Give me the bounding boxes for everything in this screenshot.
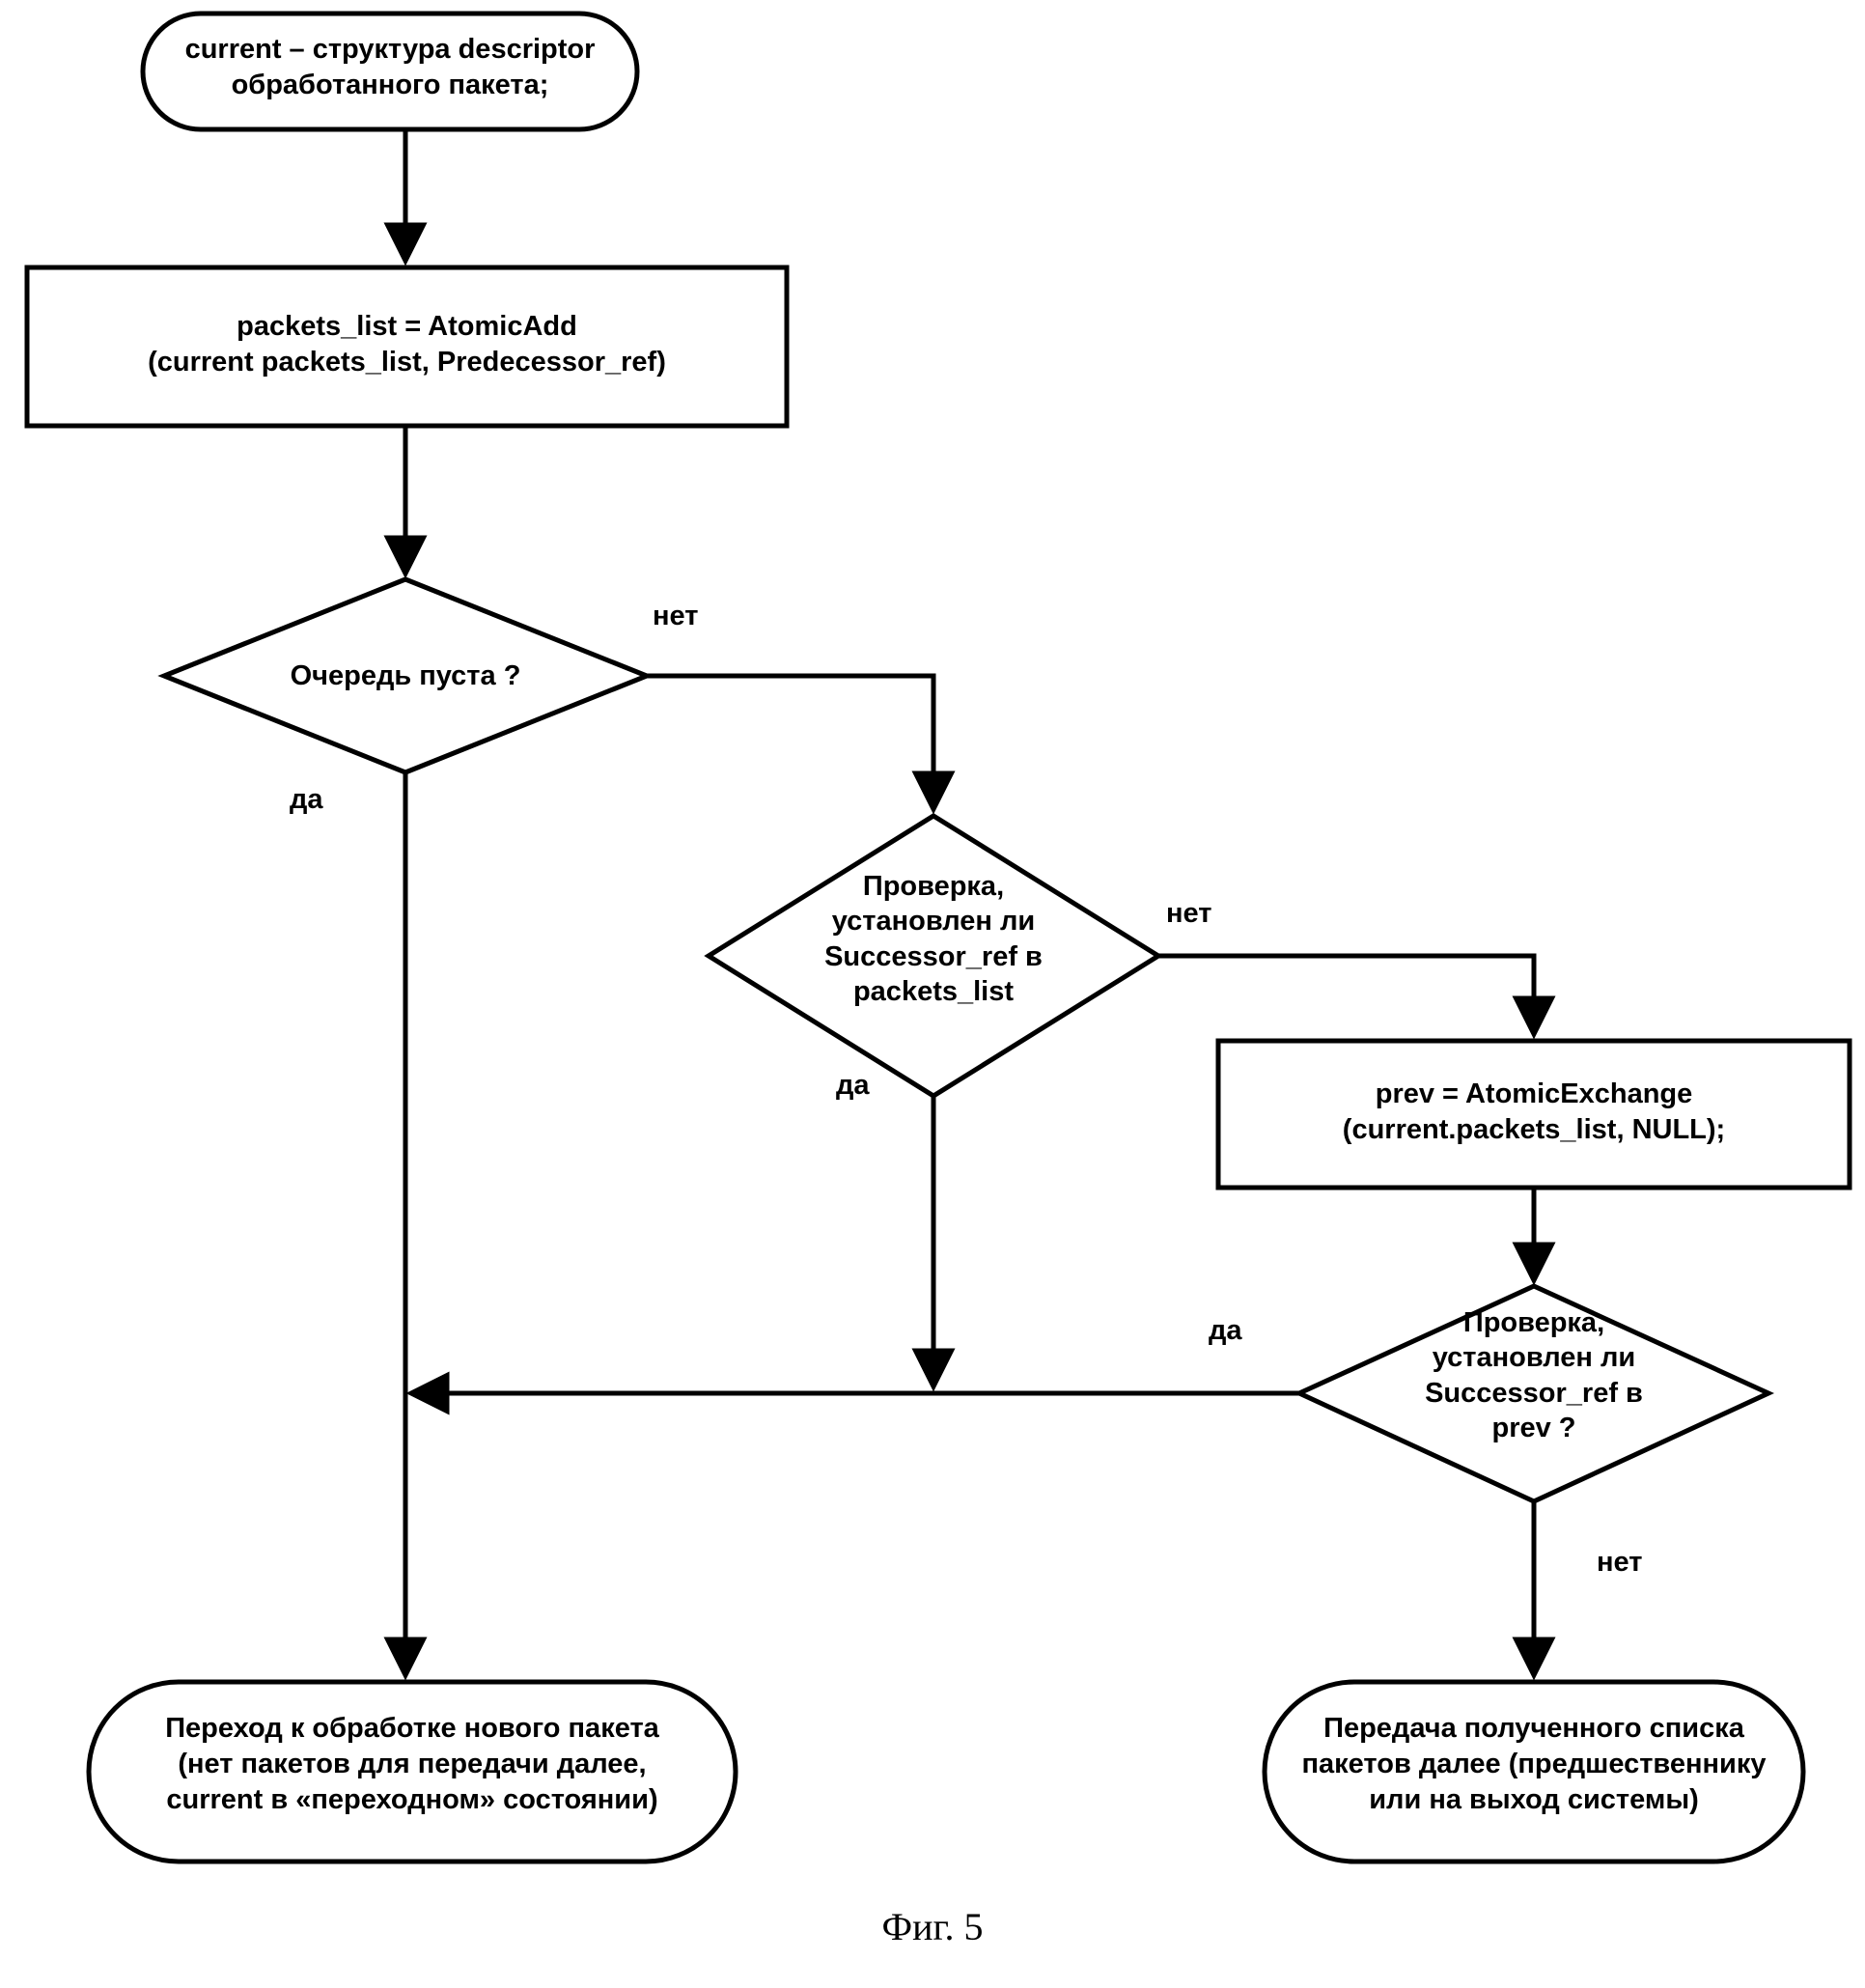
node-shape-decision-successor-packets-list: [704, 813, 1163, 1099]
node-shape-decision-successor-prev: [1294, 1283, 1774, 1504]
edge-label-successor-prev-no: нет: [1597, 1547, 1643, 1578]
edge-label-successor-packets-list-yes: да: [836, 1070, 870, 1101]
figure-caption: Фиг. 5: [881, 1905, 984, 1948]
edge-label-queue-empty-no: нет: [653, 601, 699, 631]
edge-successor-packets-list-no: [1158, 953, 1556, 1040]
edge-label-successor-packets-list-no: нет: [1166, 898, 1212, 929]
node-shape-end-transfer-list: [1262, 1679, 1806, 1864]
node-shape-start: [140, 11, 640, 132]
edge-queue-empty-no: [647, 673, 956, 815]
node-shape-decision-queue-empty: [157, 576, 654, 775]
edge-label-successor-prev-yes: да: [1209, 1315, 1242, 1346]
node-shape-process-atomic-add: [24, 265, 790, 429]
edge-label-queue-empty-yes: да: [290, 784, 323, 815]
node-shape-end-new-packet: [86, 1679, 738, 1864]
node-shape-process-atomic-exchange: [1215, 1038, 1852, 1190]
